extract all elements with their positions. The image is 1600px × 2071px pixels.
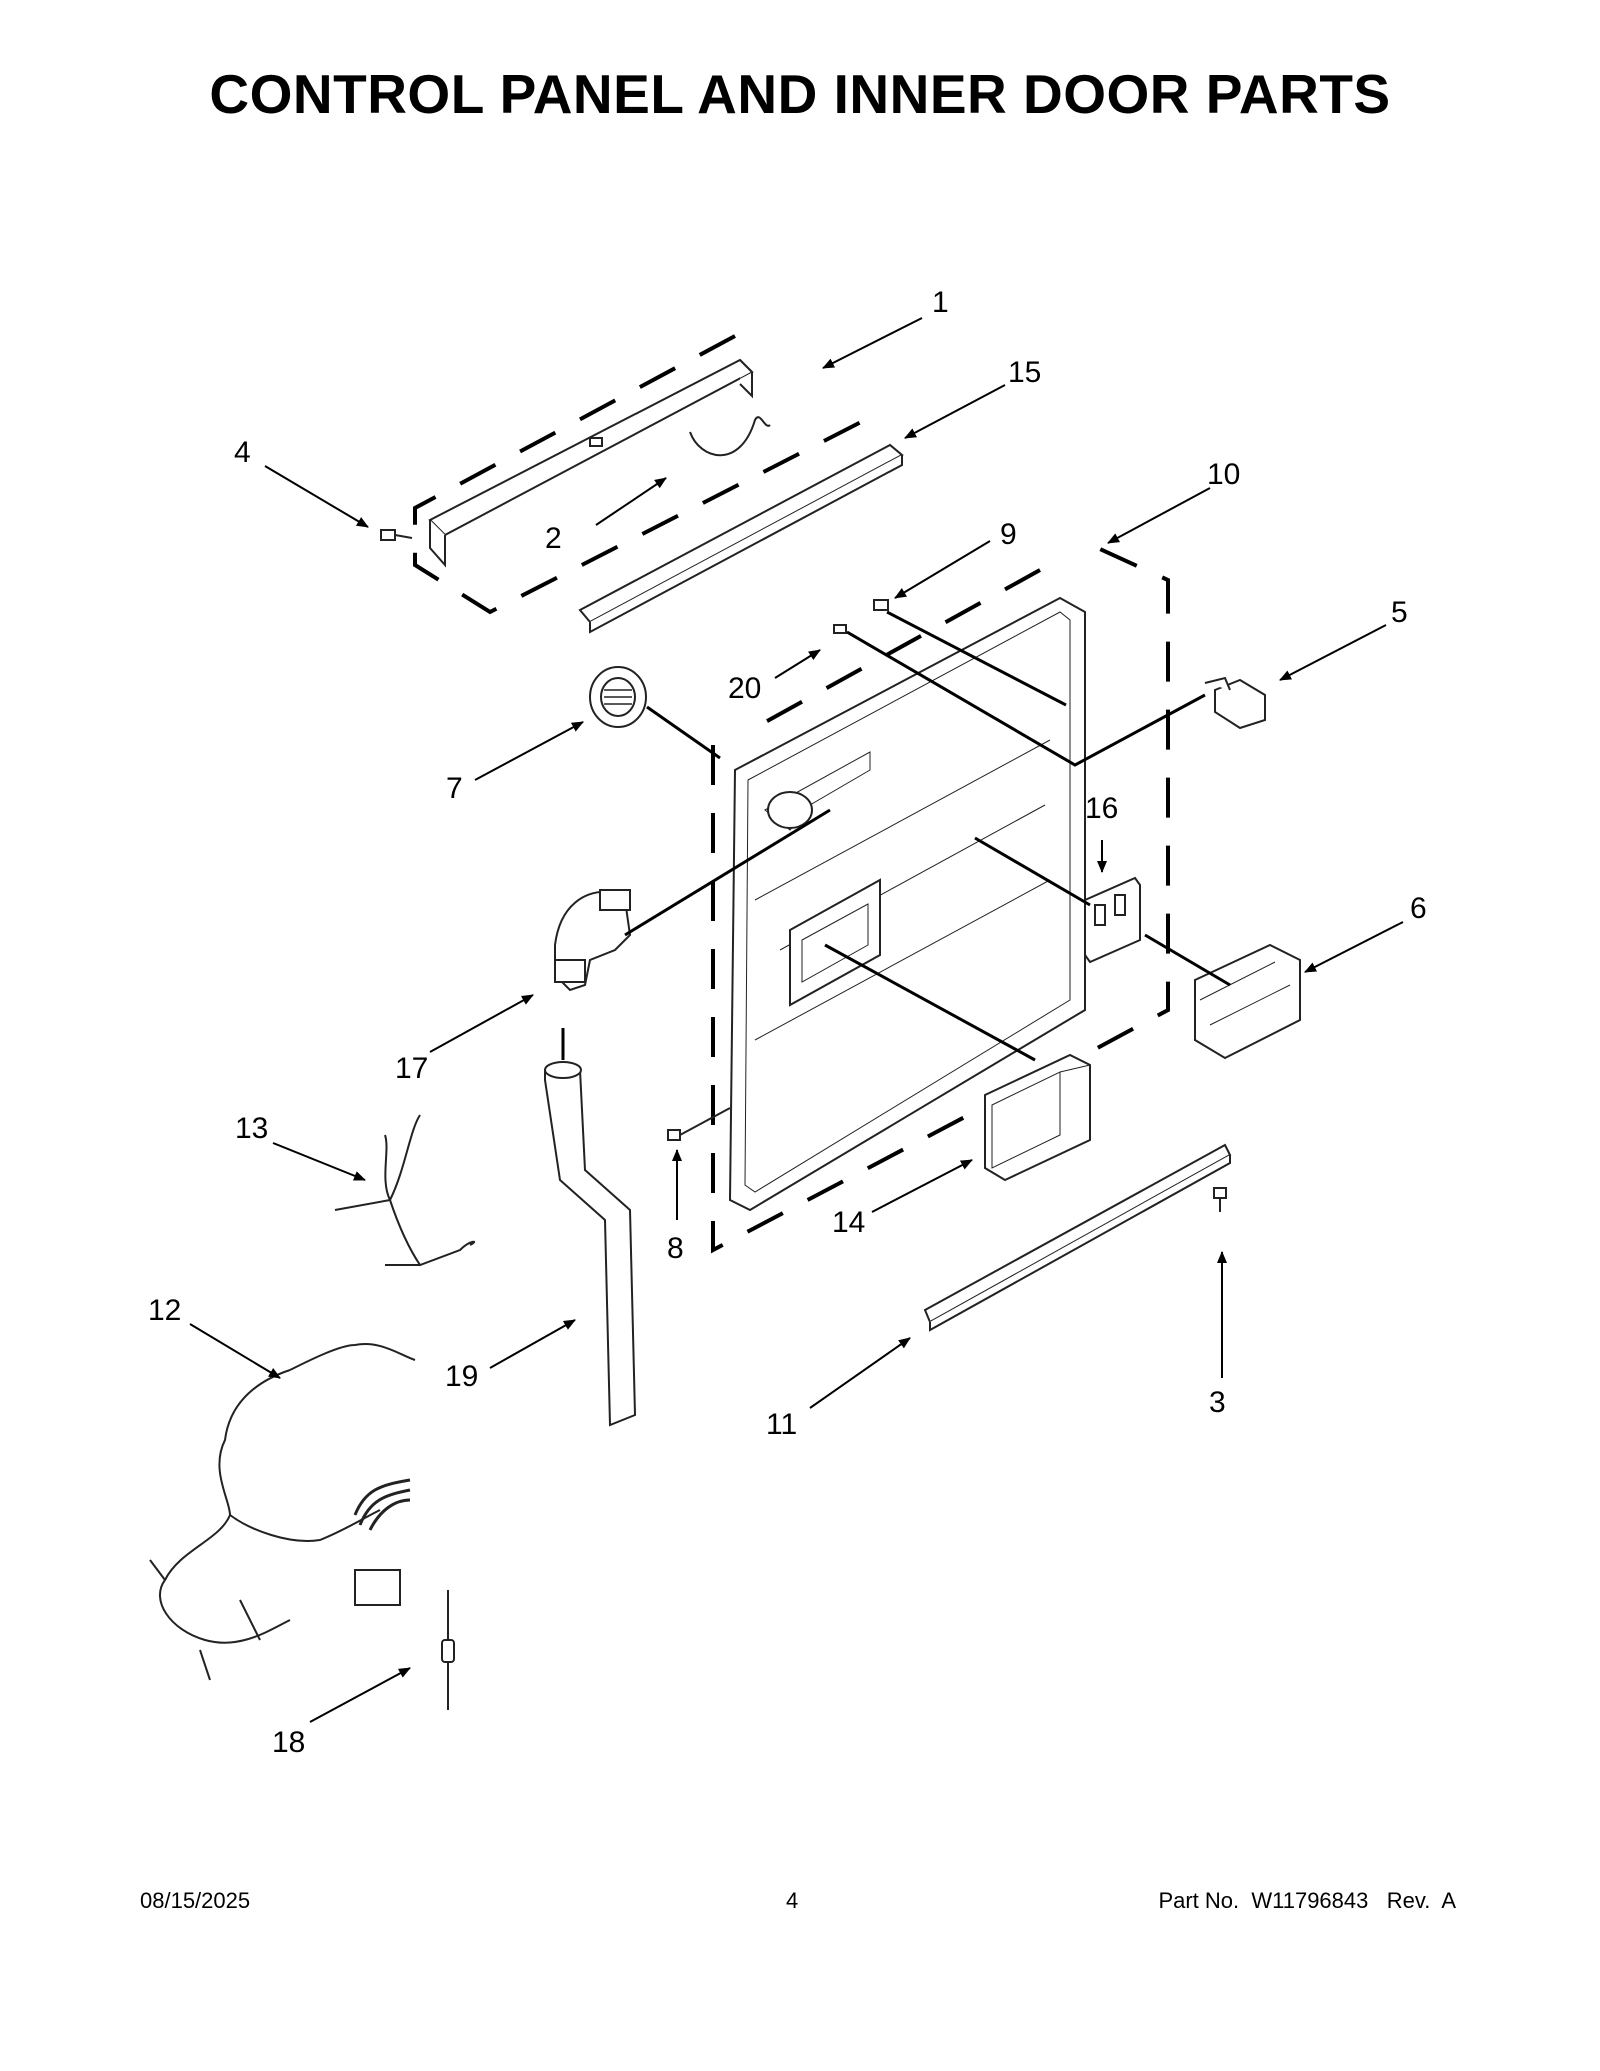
footer-page-number: 4 [786,1888,799,1913]
rail-part [923,1143,1232,1332]
trim-strip-part [578,443,904,634]
screw-9 [873,599,889,611]
footer-part-number: Part No. W11796843 Rev. A [1158,1888,1456,1913]
callout-7: 7 [446,772,463,805]
latch-part [1204,676,1266,730]
screw-20 [833,624,847,634]
control-module-part [984,1053,1091,1182]
callout-1: 1 [932,286,949,319]
wire-harness-12 [149,1343,416,1681]
callout-labels: 1 2 3 4 5 6 7 8 9 10 11 12 13 14 15 16 1… [148,286,1427,1759]
wire-part [689,416,771,457]
inner-door-assembly-box [711,538,1170,1254]
callout-arrows [189,317,1404,1723]
duct-part [544,1061,637,1427]
callout-4: 4 [234,436,251,469]
footer-date: 08/15/2025 [140,1888,251,1913]
screw-8 [667,1107,731,1141]
control-panel-part [428,358,754,568]
bracket-part [1084,876,1141,964]
callout-3: 3 [1209,1386,1226,1419]
page-title: CONTROL PANEL AND INNER DOOR PARTS [209,63,1391,125]
screw-3 [1213,1187,1227,1212]
callout-6: 6 [1410,892,1427,925]
callout-10: 10 [1207,458,1240,491]
connector-lines [561,610,1231,1062]
callout-19: 19 [445,1360,478,1393]
dispenser-part [1194,943,1301,1060]
callout-8: 8 [667,1232,684,1265]
callout-14: 14 [832,1206,865,1239]
callout-2: 2 [545,522,562,555]
callout-18: 18 [272,1726,305,1759]
screw-4 [380,529,413,541]
callout-13: 13 [235,1112,268,1145]
callout-12: 12 [148,1294,181,1327]
callout-15: 15 [1008,356,1041,389]
callout-16: 16 [1085,792,1118,825]
callout-9: 9 [1000,518,1017,551]
hinge-part [554,889,632,992]
callout-20: 20 [728,672,761,705]
wire-harness-13 [334,1114,476,1267]
callout-11: 11 [766,1408,797,1441]
inner-door-part [728,596,1086,1212]
callout-5: 5 [1391,596,1408,629]
control-panel-assembly-box [413,334,866,615]
vent-part [589,666,647,728]
callout-17: 17 [395,1052,428,1085]
filter-part [441,1590,455,1710]
